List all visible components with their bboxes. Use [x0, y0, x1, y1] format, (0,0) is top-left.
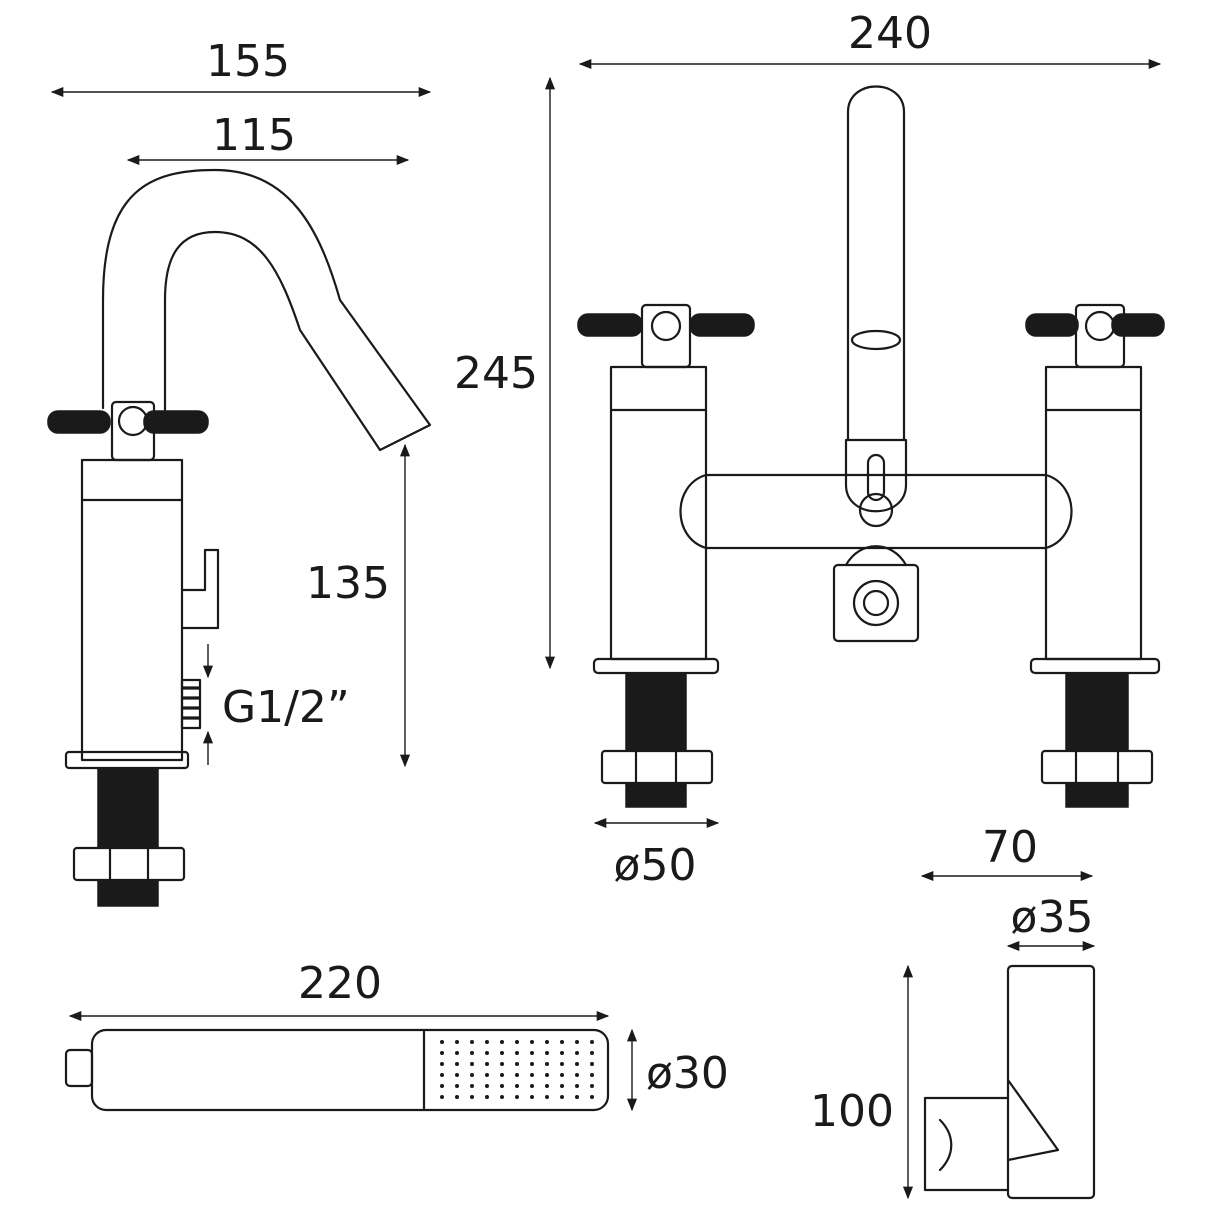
spray-nozzle [485, 1084, 489, 1088]
dim-label-handset-diameter: ø30 [646, 1048, 729, 1099]
dim-label-155: 155 [206, 36, 290, 87]
spray-nozzle [560, 1062, 564, 1066]
dim-label-115: 115 [212, 110, 296, 161]
spray-nozzle [455, 1095, 459, 1099]
spray-nozzle [440, 1084, 444, 1088]
dim-label-100: 100 [810, 1086, 894, 1137]
spray-nozzle [500, 1084, 504, 1088]
spray-nozzle [545, 1062, 549, 1066]
spray-nozzle [500, 1073, 504, 1077]
dim-label-220: 220 [298, 958, 382, 1009]
spray-nozzle [590, 1073, 594, 1077]
spray-nozzle [575, 1073, 579, 1077]
spray-nozzle [455, 1051, 459, 1055]
spray-nozzle [560, 1051, 564, 1055]
spray-nozzle [560, 1084, 564, 1088]
spray-nozzle [590, 1084, 594, 1088]
spray-nozzle [470, 1095, 474, 1099]
spray-nozzle [530, 1040, 534, 1044]
spray-nozzle [470, 1051, 474, 1055]
dim-label-135: 135 [306, 558, 390, 609]
spray-nozzle [560, 1073, 564, 1077]
spray-nozzle [530, 1084, 534, 1088]
spray-nozzle [530, 1095, 534, 1099]
spray-face [440, 1040, 594, 1099]
spray-nozzle [575, 1051, 579, 1055]
bath-mixer-drawing [577, 85, 1165, 808]
spray-nozzle [440, 1095, 444, 1099]
spray-nozzle [530, 1062, 534, 1066]
dim-label-holder-diameter: ø35 [1011, 892, 1094, 943]
handset-holder-drawing [923, 964, 1096, 1200]
spray-nozzle [545, 1073, 549, 1077]
spray-nozzle [470, 1084, 474, 1088]
spray-nozzle [590, 1040, 594, 1044]
spray-nozzle [440, 1040, 444, 1044]
dim-label-thread: G1/2” [222, 682, 350, 733]
spray-nozzle [575, 1095, 579, 1099]
spray-nozzle [590, 1051, 594, 1055]
spray-nozzle [470, 1062, 474, 1066]
spray-nozzle [575, 1062, 579, 1066]
spray-nozzle [485, 1073, 489, 1077]
spray-nozzle [485, 1051, 489, 1055]
spray-nozzle [545, 1051, 549, 1055]
spray-nozzle [515, 1040, 519, 1044]
spray-nozzle [590, 1062, 594, 1066]
spray-nozzle [470, 1040, 474, 1044]
spray-nozzle [455, 1084, 459, 1088]
spray-nozzle [545, 1095, 549, 1099]
spray-nozzle [440, 1051, 444, 1055]
spray-nozzle [500, 1062, 504, 1066]
spray-nozzle [530, 1051, 534, 1055]
spray-nozzle [485, 1095, 489, 1099]
spray-nozzle [575, 1040, 579, 1044]
spray-nozzle [545, 1084, 549, 1088]
spray-nozzle [575, 1084, 579, 1088]
spray-nozzle [485, 1040, 489, 1044]
spray-nozzle [560, 1040, 564, 1044]
spray-nozzle [470, 1073, 474, 1077]
spray-nozzle [500, 1095, 504, 1099]
spray-nozzle [455, 1062, 459, 1066]
spray-nozzle [440, 1073, 444, 1077]
spray-nozzle [455, 1073, 459, 1077]
basin-mixer-drawing [47, 168, 432, 907]
dim-label-base-diameter: ø50 [614, 840, 697, 891]
spray-nozzle [590, 1095, 594, 1099]
dimension-lines [50, 58, 1162, 1200]
shower-handset-drawing [64, 1028, 610, 1112]
spray-nozzle [515, 1062, 519, 1066]
spray-nozzle [545, 1040, 549, 1044]
spray-nozzle [440, 1062, 444, 1066]
spray-nozzle [515, 1084, 519, 1088]
spray-nozzle [500, 1040, 504, 1044]
spray-nozzle [515, 1051, 519, 1055]
spray-nozzle [515, 1073, 519, 1077]
spray-nozzle [485, 1062, 489, 1066]
spray-nozzle [500, 1051, 504, 1055]
spray-nozzle [515, 1095, 519, 1099]
spray-nozzle [530, 1073, 534, 1077]
spray-nozzle [560, 1095, 564, 1099]
dim-label-240: 240 [848, 8, 932, 59]
dim-label-245: 245 [454, 348, 538, 399]
spray-nozzle [455, 1040, 459, 1044]
dim-label-70: 70 [982, 822, 1038, 873]
